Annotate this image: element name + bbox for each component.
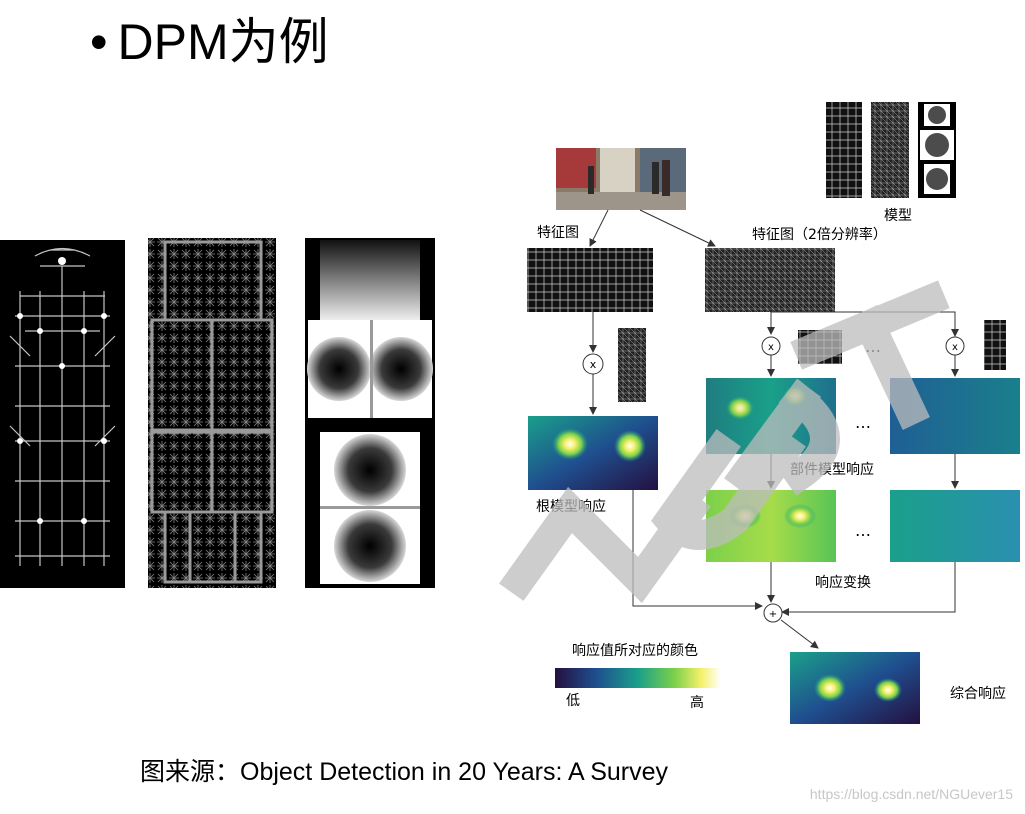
multiply-symbol: x — [590, 358, 597, 371]
slide-title: •DPM为例 — [90, 2, 329, 74]
colorbar-high-label: 高 — [690, 695, 704, 711]
multiply-symbol: x — [952, 342, 958, 353]
colorbar-low-label: 低 — [566, 693, 580, 709]
input-street-image — [556, 148, 686, 210]
combined-response-heatmap — [790, 652, 920, 724]
feature-map-label: 特征图 — [537, 225, 579, 241]
deformation-cost-image — [305, 238, 435, 588]
feature-map-2x — [705, 248, 835, 312]
feature-map-2x-label: 特征图（2倍分辨率） — [752, 227, 887, 243]
plus-symbol: + — [769, 609, 777, 620]
source-url-watermark: https://blog.csdn.net/NGUever15 — [809, 786, 1013, 802]
multiply-symbol: x — [768, 342, 774, 353]
bullet: • — [90, 14, 108, 70]
figure-caption: 图来源：Object Detection in 20 Years: A Surv… — [140, 758, 669, 786]
root-filter-image — [0, 240, 125, 588]
colorbar — [555, 668, 721, 688]
part-filters-image — [148, 238, 276, 588]
sum-node — [763, 603, 783, 623]
combined-response-label: 综合响应 — [950, 686, 1006, 702]
ellipsis: … — [855, 521, 871, 540]
model-thumbnails — [826, 102, 956, 198]
colorbar-title: 响应值所对应的颜色 — [572, 643, 698, 659]
transformed-response-heatmap-n — [890, 490, 1020, 562]
response-transform-label: 响应变换 — [815, 575, 871, 591]
root-response-heatmap — [528, 416, 658, 490]
nudt-watermark — [499, 280, 950, 604]
root-filter-thumb — [618, 328, 646, 402]
ellipsis: … — [855, 413, 871, 432]
feature-map — [527, 248, 653, 312]
dpm-model-visualization — [0, 238, 435, 588]
part-filter-thumb-n — [984, 320, 1006, 370]
slide-title-text: DPM为例 — [117, 14, 329, 70]
model-label: 模型 — [884, 208, 912, 224]
